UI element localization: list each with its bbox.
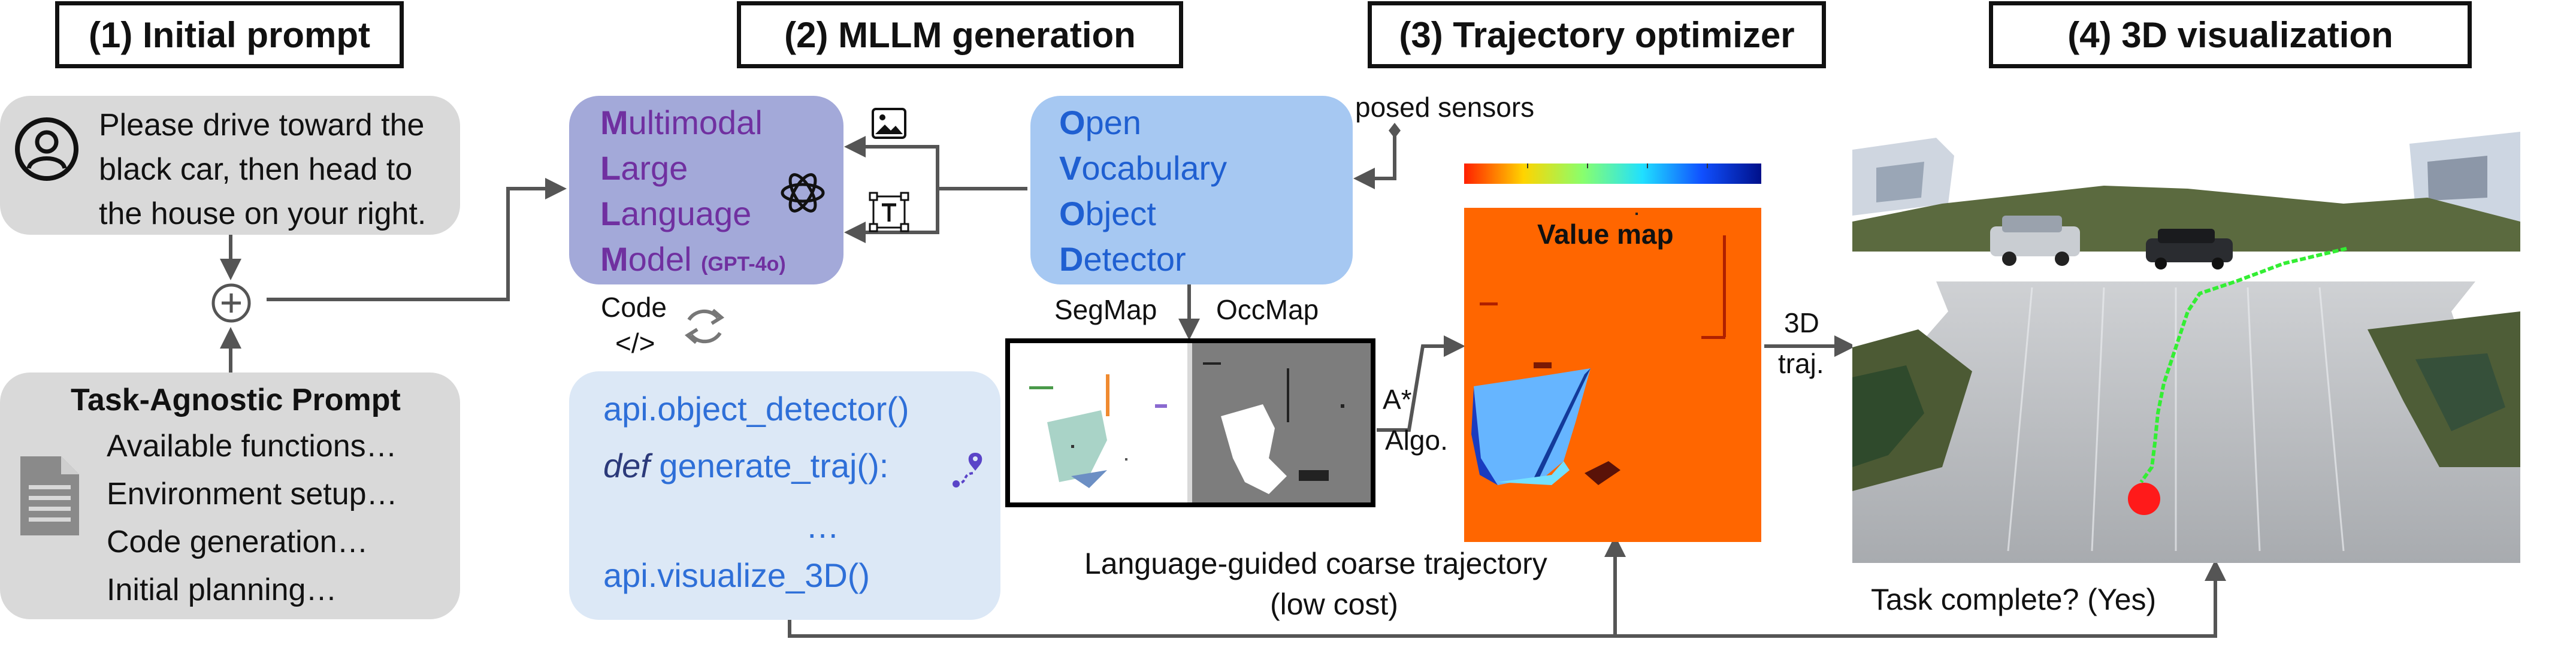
code-line-3: … [806,507,839,545]
code-line-1: api.object_detector() [603,390,909,428]
mllm-rest-4: odel [628,240,692,278]
code-line-2: def generate_traj(): [603,446,888,485]
trajectory-path [2139,247,2347,483]
document-icon [20,456,79,535]
prompt-line-2: black car, then head to [99,152,413,187]
user-icon [15,117,78,181]
mllm-model-name: (GPT-4o) [701,253,786,275]
ovod-initial-o: O [1059,104,1086,141]
point-cloud-view [1852,132,2520,563]
traj3d-label-a: 3D [1784,307,1819,338]
ovod-rest-2: ocabulary [1081,149,1227,187]
plus-icon [211,283,251,323]
value-map-title: Value map [1537,219,1674,250]
goal-marker [2128,483,2160,515]
ovod-initial-d: D [1059,240,1084,278]
initial-prompt-box [0,96,460,235]
task-item-3: Code generation… [107,525,368,559]
prompt-line-3: the house on your right. [99,196,427,231]
mllm-rest-3: anguage [621,195,752,232]
openai-icon [781,173,825,213]
header-trajectory-optimizer: (3) Trajectory optimizer [1368,1,1826,68]
algo-label: Algo. [1385,425,1448,456]
astar-label: A* [1383,384,1412,415]
mllm-box [569,96,843,284]
segmap-label: SegMap [1054,294,1157,325]
occmap-label: OccMap [1216,294,1319,325]
mllm-rest-2: arge [621,149,688,187]
image-icon [872,108,906,139]
code-box [569,371,1000,620]
code-label: Code [601,292,667,323]
header-3d-visualization: (4) 3D visualization [1989,1,2472,68]
task-item-2: Environment setup… [107,477,398,511]
car-silver [1990,216,2080,266]
mllm-initial-l1: L [600,149,621,187]
task-item-4: Initial planning… [107,573,337,607]
value-map-image [1464,208,1761,542]
posed-sensors-label: posed sensors [1355,92,1535,123]
ovod-rest-3: bject [1085,195,1156,232]
coarse-trajectory-cost: (low cost) [1270,588,1398,621]
code-line-4: api.visualize_3D() [603,556,870,594]
header-mllm-generation: (2) MLLM generation [737,1,1183,68]
header-initial-prompt: (1) Initial prompt [55,1,404,68]
task-item-1: Available functions… [107,429,397,464]
ovod-rest-4: etector [1083,240,1186,278]
ovod-initial-o2: O [1059,195,1086,232]
mllm-initial-m: M [600,104,628,141]
value-colorbar [1464,163,1761,184]
task-complete-label: Task complete? (Yes) [1871,583,2157,616]
seg-occ-maps [1005,338,1375,507]
text-icon [869,192,909,232]
segmap-image [1029,374,1167,488]
ovod-initial-v: V [1059,149,1082,187]
coarse-trajectory-label: Language-guided coarse trajectory [1084,547,1547,580]
mllm-initial-m2: M [600,240,628,278]
ovod-label: Open Vocabulary Object Detector [1059,100,1227,282]
code-def-keyword: def [603,447,650,484]
ovod-box [1030,96,1353,284]
value-map-panel [1464,163,1761,542]
task-agnostic-title: Task-Agnostic Prompt [71,383,401,417]
code-line-2-rest: generate_traj(): [649,447,889,484]
mllm-label: Multimodal Large Language Model (GPT-4o) [600,100,786,287]
refresh-icon [684,308,725,344]
car-black [2146,229,2233,269]
mllm-initial-l2: L [600,195,621,232]
code-tag: </> [615,328,655,359]
mllm-rest-1: ultimodal [628,104,763,141]
occmap-image [1192,343,1371,502]
prompt-line-1: Please drive toward the [99,108,425,143]
ovod-rest-1: pen [1085,104,1141,141]
traj3d-label-b: traj. [1778,348,1824,379]
route-icon [953,453,982,487]
